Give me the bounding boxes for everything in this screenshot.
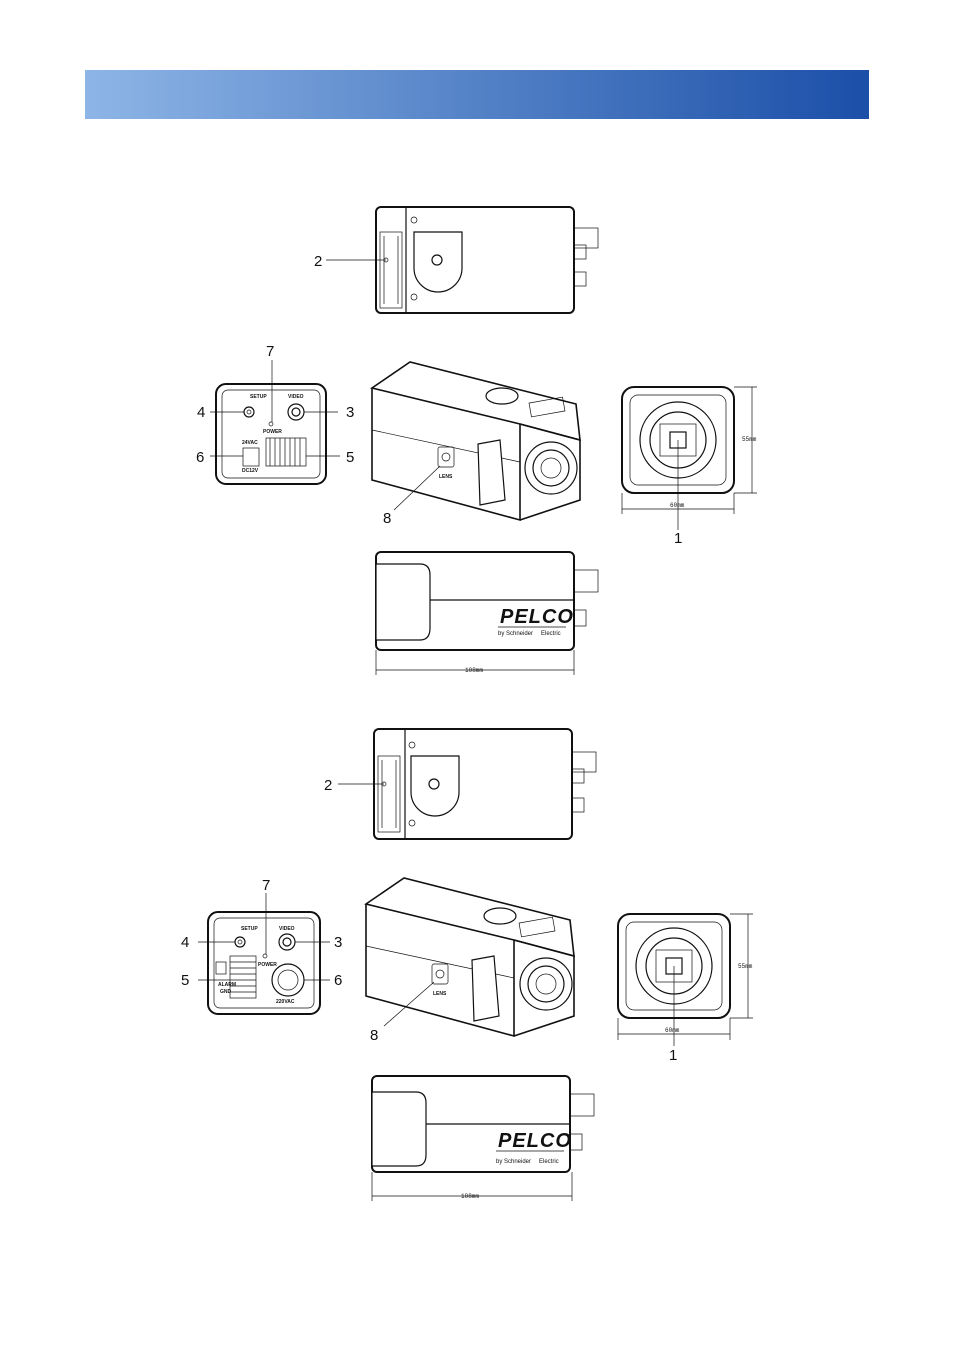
label-3: 3 [346, 404, 354, 421]
svg-text:by Schneider: by Schneider [496, 1159, 531, 1165]
svg-text:POWER: POWER [258, 962, 277, 968]
svg-text:PELCO: PELCO [500, 606, 574, 628]
svg-text:VIDEO: VIDEO [288, 394, 304, 400]
svg-text:60mm: 60mm [670, 502, 685, 509]
label-4: 4 [197, 404, 205, 421]
top-view-1 [326, 207, 598, 313]
label-5b: 5 [181, 972, 189, 989]
svg-text:60mm: 60mm [665, 1027, 680, 1034]
svg-text:SETUP: SETUP [250, 394, 267, 400]
label-2b: 2 [324, 777, 332, 794]
rear-panel-1: SETUP VIDEO POWER 24VAC DC12V [210, 360, 340, 484]
label-8b: 8 [370, 1027, 378, 1044]
iso-view-2: LENS [366, 878, 574, 1036]
svg-text:SETUP: SETUP [241, 926, 258, 932]
label-6b: 6 [334, 972, 342, 989]
rear-panel-2: SETUP VIDEO POWER ALARM GND 220VAC [198, 893, 330, 1014]
svg-text:PELCO: PELCO [498, 1130, 572, 1152]
label-1b: 1 [669, 1047, 677, 1064]
label-4b: 4 [181, 934, 189, 951]
label-3b: 3 [334, 934, 342, 951]
svg-text:POWER: POWER [263, 429, 282, 435]
svg-text:108mm: 108mm [465, 667, 483, 674]
svg-text:108mm: 108mm [461, 1193, 479, 1200]
label-7: 7 [266, 343, 274, 360]
side-view-1: PELCO by Schneider Electric 108mm [376, 552, 598, 675]
label-8: 8 [383, 510, 391, 527]
svg-text:24VAC: 24VAC [242, 440, 258, 446]
svg-text:DC12V: DC12V [242, 468, 259, 474]
label-2: 2 [314, 253, 322, 270]
svg-text:Electric: Electric [539, 1159, 559, 1165]
svg-text:VIDEO: VIDEO [279, 926, 295, 932]
front-view-1: 60mm 55mm [622, 387, 757, 530]
label-1: 1 [674, 530, 682, 547]
svg-text:55mm: 55mm [742, 436, 757, 443]
svg-text:Electric: Electric [541, 631, 561, 637]
label-6: 6 [196, 449, 204, 466]
svg-text:ALARM: ALARM [218, 982, 236, 988]
label-7b: 7 [262, 877, 270, 894]
svg-text:55mm: 55mm [738, 963, 753, 970]
svg-text:GND: GND [220, 989, 232, 995]
front-view-2: 60mm 55mm [618, 914, 753, 1046]
label-5: 5 [346, 449, 354, 466]
top-view-2 [338, 729, 596, 839]
svg-text:by Schneider: by Schneider [498, 631, 533, 637]
side-view-2: PELCO by Schneider Electric 108mm [372, 1076, 594, 1201]
svg-text:220VAC: 220VAC [276, 999, 295, 1005]
svg-text:LENS: LENS [439, 474, 453, 480]
iso-view-1: LENS [372, 362, 580, 520]
svg-text:LENS: LENS [433, 991, 447, 997]
